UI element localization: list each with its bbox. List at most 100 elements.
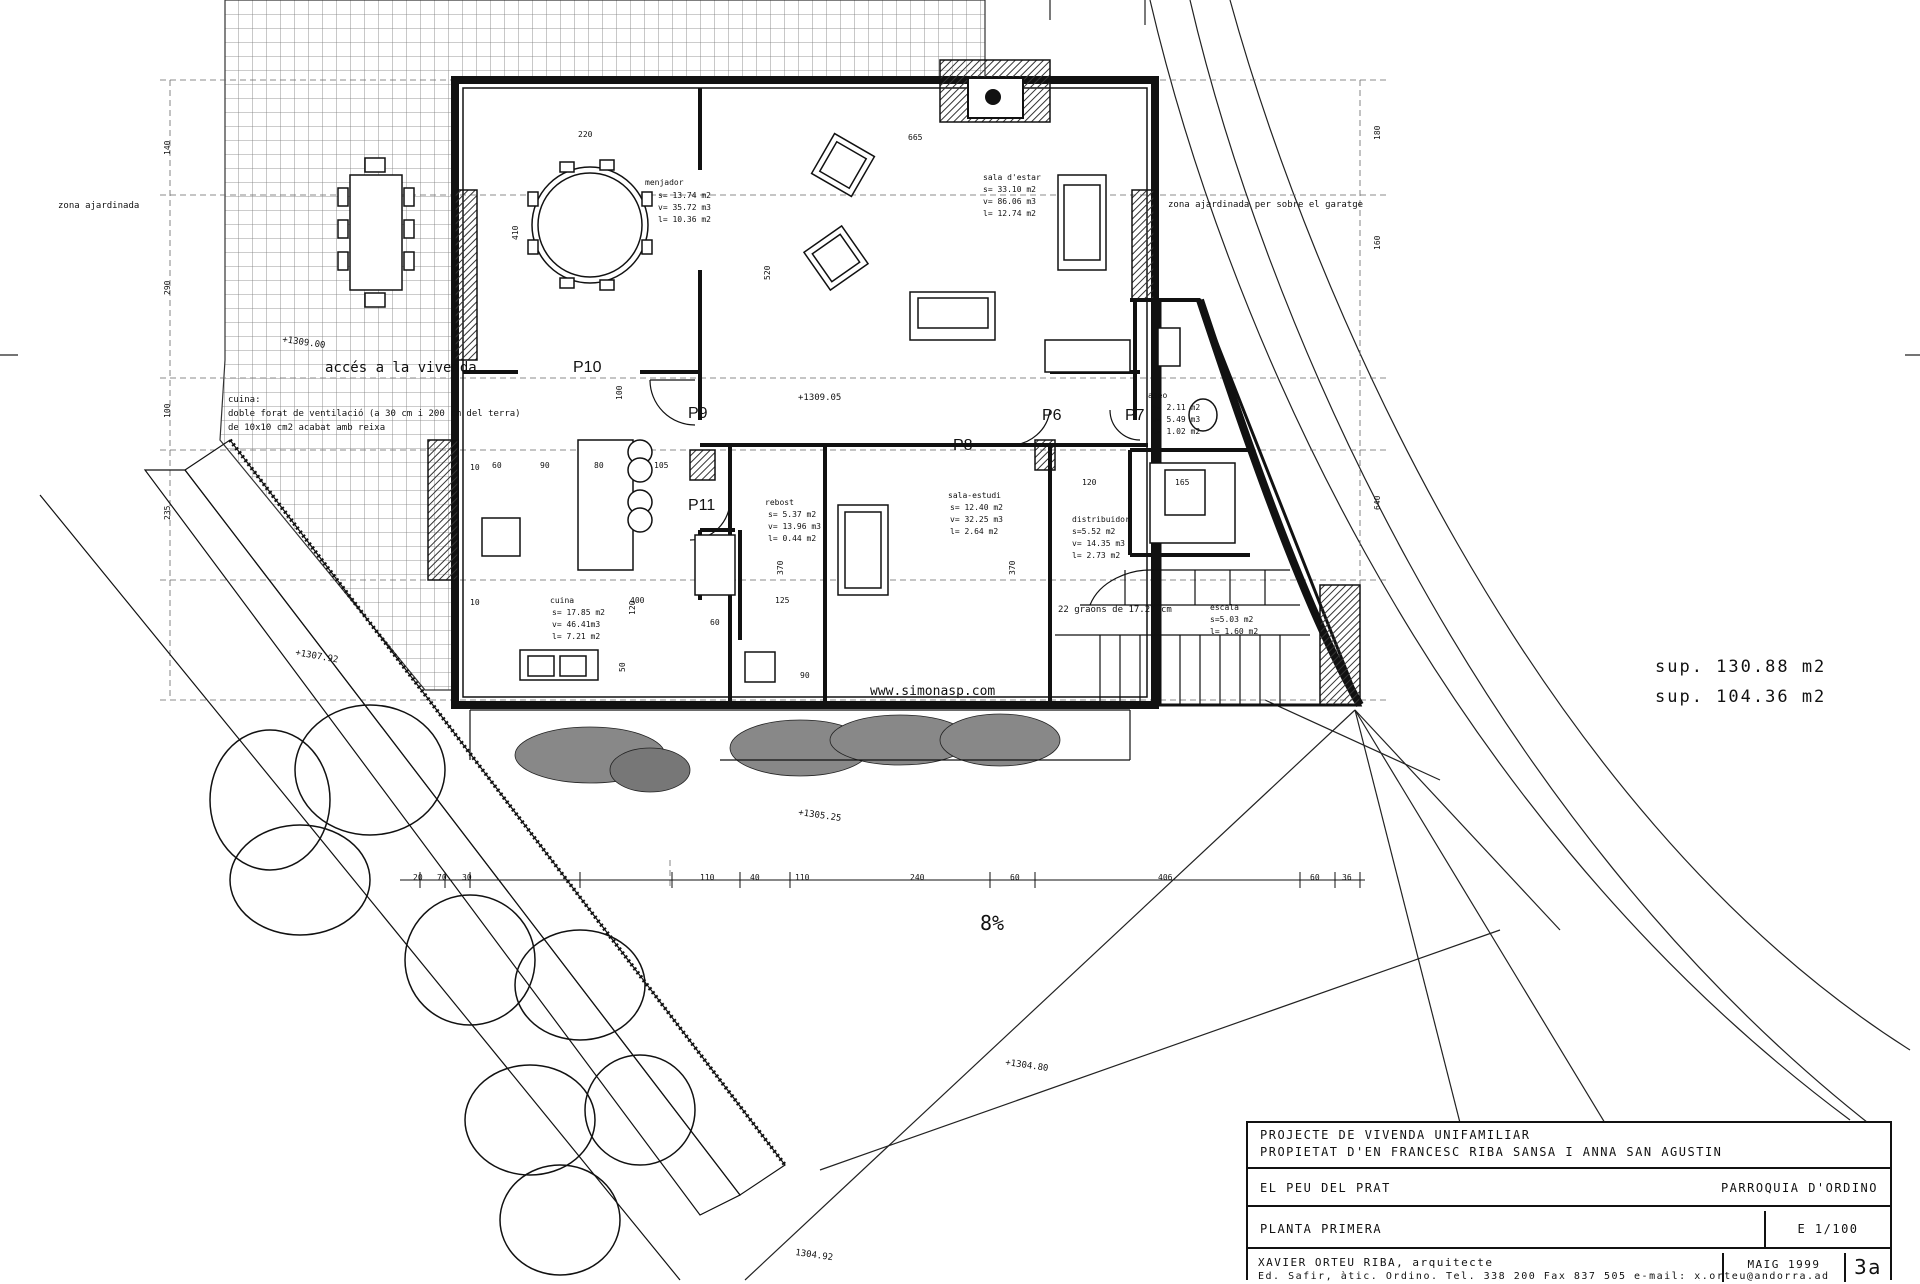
title-row-drawing: PLANTA PRIMERA E 1/100: [1248, 1211, 1890, 1249]
room-menjador-l: l= 10.36 m2: [658, 215, 711, 224]
kitchen-fixtures: [481, 439, 776, 683]
title-row-place: EL PEU DEL PRAT PARROQUIA D'ORDINO: [1248, 1173, 1890, 1207]
dim-370: 370: [776, 560, 785, 575]
bdim-60: 60: [1010, 873, 1020, 882]
dimension-line-bottom: [400, 872, 1365, 888]
label-cuina-note-2: doble forat de ventilació (a 30 cm i 200…: [228, 408, 521, 419]
access-ramp: [39, 438, 787, 1281]
door-p10: P10: [573, 359, 602, 376]
dim-235: 235: [163, 505, 172, 520]
dim-370b: 370: [1008, 560, 1017, 575]
bdim-240: 240: [910, 873, 925, 882]
bathroom-fixtures: [1149, 327, 1236, 544]
room-escala-l: l= 1.60 m2: [1210, 627, 1258, 636]
room-rebost-s: s= 5.37 m2: [768, 510, 816, 519]
title-project: PROJECTE DE VIVENDA UNIFAMILIAR: [1260, 1128, 1531, 1142]
room-aseo-l: l= 1.02 m2: [1152, 427, 1200, 436]
room-sala-estudi-s: s= 12.40 m2: [950, 503, 1003, 512]
label-acces: accés a la vivenda: [325, 360, 477, 376]
level-1304-92: 1304.92: [795, 1248, 834, 1263]
dim-120b: 120: [628, 600, 637, 615]
room-rebost-v: v= 13.96 m3: [768, 522, 821, 531]
room-sala-estar-name: sala d'estar: [983, 173, 1041, 182]
area-total-2: sup. 104.36 m2: [1655, 687, 1827, 707]
dim-665: 665: [908, 133, 923, 142]
dim-60: 60: [492, 461, 502, 470]
room-rebost-name: rebost: [765, 498, 794, 507]
room-distribuidor-s: s=5.52 m2: [1072, 527, 1116, 536]
dim-10: 10: [470, 463, 480, 472]
level-1305-25: +1305.25: [798, 808, 842, 824]
door-p8: P8: [953, 437, 973, 454]
planter-wall: [469, 709, 1131, 761]
outdoor-table: [337, 157, 415, 308]
fireplace: [967, 77, 1024, 119]
dim-220: 220: [578, 130, 593, 139]
level-1307-92: +1307.92: [294, 648, 338, 665]
door-p6: P6: [1042, 407, 1062, 424]
bdim-60b: 60: [1310, 873, 1320, 882]
area-total-1: sup. 130.88 m2: [1655, 657, 1827, 677]
label-zona-ajardinada: zona ajardinada: [58, 201, 139, 211]
dim-90: 90: [540, 461, 550, 470]
study-sofa: [837, 504, 889, 596]
room-cuina-name: cuina: [550, 596, 574, 605]
room-sala-estudi-name: sala-estudi: [948, 491, 1001, 500]
dim-410: 410: [511, 225, 520, 240]
bdim-70: 70: [437, 873, 447, 882]
dim-80: 80: [594, 461, 604, 470]
bdim-36: 36: [1342, 873, 1352, 882]
room-distribuidor-name: distribuidor: [1072, 515, 1130, 524]
dim-160: 160: [1373, 235, 1382, 250]
title-scale: E 1/100: [1797, 1222, 1859, 1236]
dining-table: [527, 159, 653, 291]
room-cuina-s: s= 17.85 m2: [552, 608, 605, 617]
title-owner: PROPIETAT D'EN FRANCESC RIBA SANSA I ANN…: [1260, 1145, 1723, 1159]
room-sala-estar-s: s= 33.10 m2: [983, 185, 1036, 194]
label-zona-garatge: zona ajardinada per sobre el garatge: [1168, 200, 1363, 210]
vegetation: [209, 704, 1061, 1276]
dim-180: 180: [1373, 125, 1382, 140]
title-address: Ed. Safir, àtic. Ordino. Tel. 338 200 Fa…: [1258, 1271, 1830, 1282]
room-menjador-name: menjador: [645, 178, 684, 187]
dim-140: 140: [163, 140, 172, 155]
room-sala-estar-v: v= 86.06 m3: [983, 197, 1036, 206]
dim-290: 290: [163, 280, 172, 295]
room-escala-name: escala: [1210, 603, 1239, 612]
room-rebost-l: l= 0.44 m2: [768, 534, 816, 543]
dim-165: 165: [1175, 478, 1190, 487]
dim-640: 640: [1373, 495, 1382, 510]
plan-text: zona ajardinada zona ajardinada per sobr…: [58, 125, 1382, 1263]
room-aseo-name: aseo: [1148, 391, 1167, 400]
room-distribuidor-v: v= 14.35 m3: [1072, 539, 1125, 548]
dim-50: 50: [618, 662, 627, 672]
title-drawing: PLANTA PRIMERA: [1248, 1211, 1766, 1247]
title-date: MAIG 1999: [1724, 1253, 1846, 1282]
dim-400: 400: [630, 596, 645, 605]
label-pendent: 8%: [980, 911, 1004, 935]
room-aseo-s: s= 2.11 m2: [1152, 403, 1200, 412]
bdim-20: 20: [413, 873, 423, 882]
title-row-project: PROJECTE DE VIVENDA UNIFAMILIAR PROPIETA…: [1248, 1123, 1890, 1169]
door-p9: P9: [688, 405, 708, 422]
label-cuina-note-3: de 10x10 cm2 acabat amb reixa: [228, 423, 385, 433]
level-1304-80: +1304.80: [1005, 1058, 1049, 1074]
level-1309-05: +1309.05: [798, 393, 841, 403]
label-watermark: www.simonasp.com: [870, 684, 995, 699]
title-block: PROJECTE DE VIVENDA UNIFAMILIAR PROPIETA…: [1246, 1121, 1892, 1282]
dim-105: 105: [654, 461, 669, 470]
dim-100: 100: [163, 403, 172, 418]
room-cuina-v: v= 46.41m3: [552, 620, 600, 629]
room-sala-estudi-l: l= 2.64 m2: [950, 527, 998, 536]
door-swings: [649, 379, 1141, 541]
bdim-110b: 110: [795, 873, 810, 882]
door-p11: P11: [688, 497, 715, 514]
title-place: EL PEU DEL PRAT: [1260, 1181, 1391, 1195]
living-furniture: [802, 132, 1131, 373]
room-escala-s: s=5.03 m2: [1210, 615, 1254, 624]
dim-125: 125: [775, 596, 790, 605]
dim-520: 520: [763, 265, 772, 280]
dim-10b: 10: [470, 598, 480, 607]
bdim-40: 40: [750, 873, 760, 882]
